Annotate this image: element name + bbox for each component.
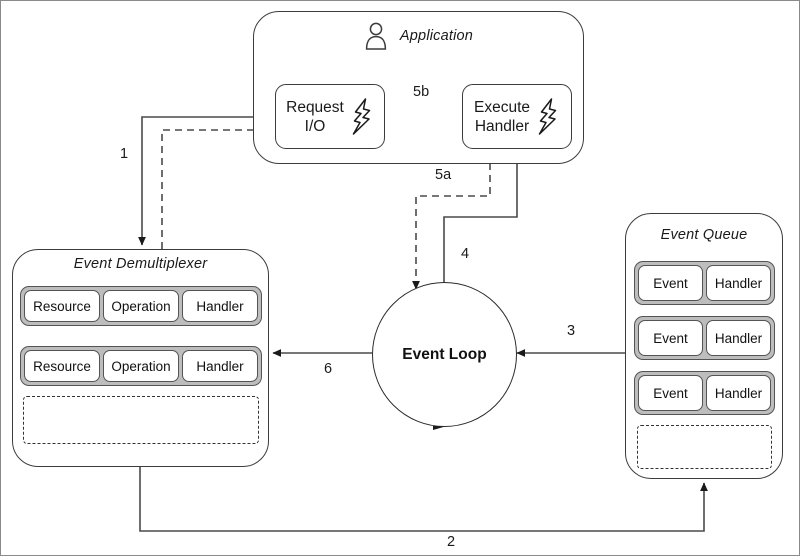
edge-label-4: 4 <box>461 246 470 262</box>
queue-cell-handler[interactable]: Handler <box>706 265 771 301</box>
execute-handler-box[interactable]: Execute Handler <box>462 84 572 149</box>
edge-label-5a: 5a <box>435 167 452 183</box>
event-loop-node[interactable]: Event Loop <box>372 282 517 427</box>
queue-cell-handler[interactable]: Handler <box>706 320 771 356</box>
queue-cell-event[interactable]: Event <box>638 265 703 301</box>
event-queue-title: Event Queue <box>660 227 748 243</box>
person-icon <box>365 22 387 50</box>
edge-label-2: 2 <box>447 534 456 550</box>
queue-row[interactable]: Event Handler <box>634 371 775 415</box>
edge-2 <box>139 467 708 532</box>
request-io-label: Request I/O <box>286 98 344 135</box>
demux-cell-handler[interactable]: Handler <box>182 350 258 382</box>
application-titlebar: Application <box>253 19 584 53</box>
execute-handler-label: Execute Handler <box>473 98 530 135</box>
queue-placeholder-row <box>637 425 772 469</box>
demux-cell-resource[interactable]: Resource <box>24 350 100 382</box>
queue-row[interactable]: Event Handler <box>634 261 775 305</box>
event-demultiplexer-title: Event Demultiplexer <box>73 256 208 272</box>
event-loop-label: Event Loop <box>402 345 487 363</box>
queue-cell-handler[interactable]: Handler <box>706 375 771 411</box>
lightning-bolt-icon <box>538 97 557 135</box>
demux-row[interactable]: Resource Operation Handler <box>20 286 262 326</box>
queue-cell-event[interactable]: Event <box>638 375 703 411</box>
queue-row[interactable]: Event Handler <box>634 316 775 360</box>
demux-cell-operation[interactable]: Operation <box>103 290 179 322</box>
demux-row[interactable]: Resource Operation Handler <box>20 346 262 386</box>
queue-cell-event[interactable]: Event <box>638 320 703 356</box>
application-title: Application <box>399 28 474 44</box>
edge-5a <box>412 151 491 290</box>
edge-label-6: 6 <box>324 361 333 377</box>
edge-label-1: 1 <box>120 146 129 162</box>
edge-label-5b: 5b <box>413 84 430 100</box>
edge-4 <box>443 152 521 295</box>
demux-placeholder-row <box>23 396 259 444</box>
edge-label-3: 3 <box>567 323 576 339</box>
lightning-bolt-icon <box>352 97 371 135</box>
request-io-box[interactable]: Request I/O <box>275 84 385 149</box>
demux-cell-operation[interactable]: Operation <box>103 350 179 382</box>
demux-cell-handler[interactable]: Handler <box>182 290 258 322</box>
demux-cell-resource[interactable]: Resource <box>24 290 100 322</box>
